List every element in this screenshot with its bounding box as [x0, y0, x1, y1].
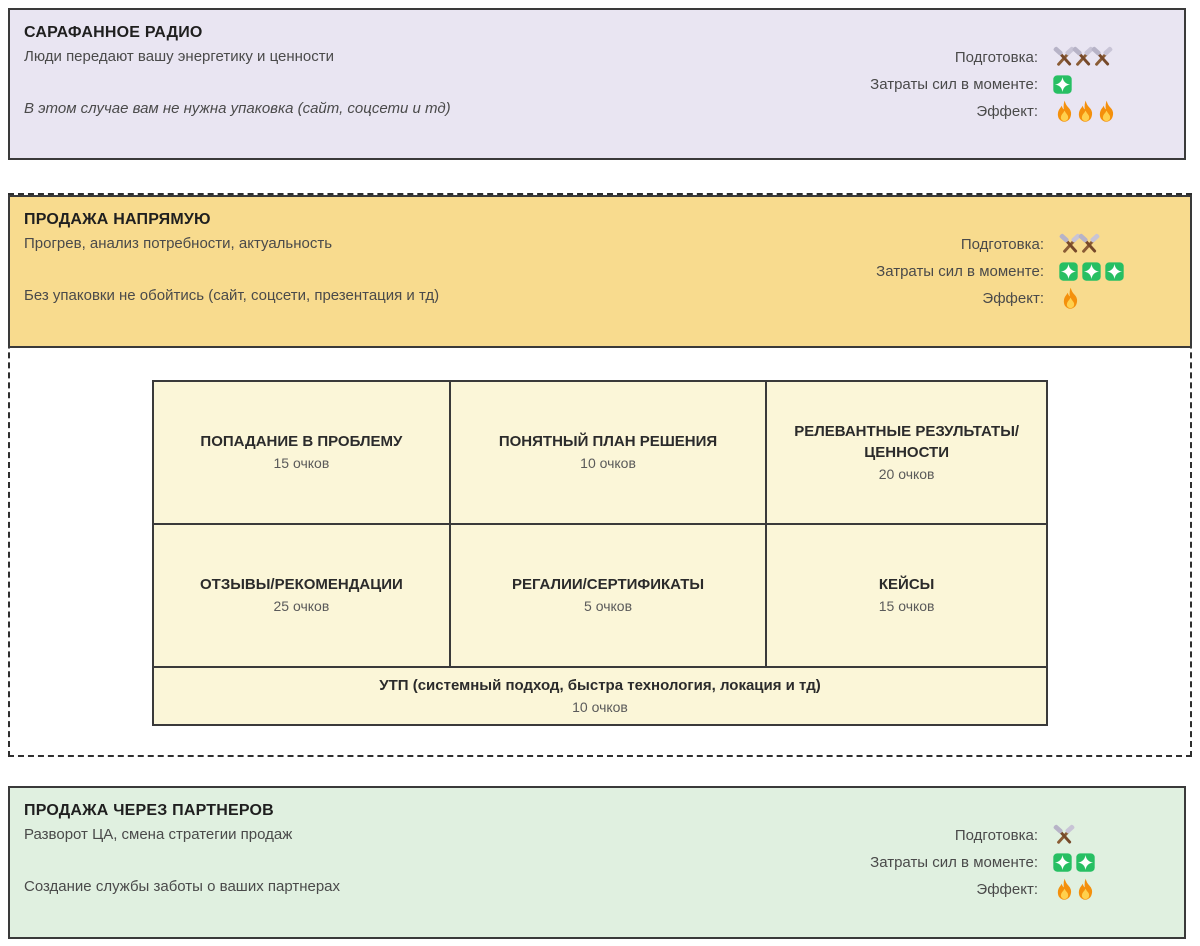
card-note: В этом случае вам не нужна упаковка (сай… — [24, 100, 451, 118]
preparation-rating-row: Подготовка: — [870, 44, 1156, 71]
effort-rating-row: Затраты сил в моменте: — [870, 71, 1156, 98]
effect-label: Эффект: — [982, 290, 1044, 307]
criteria-points: 25 очков — [273, 598, 330, 615]
direct-sales-zone: ПРОДАЖА НАПРЯМУЮ Прогрев, анализ потребн… — [8, 193, 1192, 757]
preparation-rating-row: Подготовка: — [876, 231, 1162, 258]
effort-label: Затраты сил в моменте: — [870, 854, 1038, 871]
criteria-points: 10 очков — [580, 455, 636, 472]
card-note: Без упаковки не обойтись (сайт, соцсети,… — [24, 287, 440, 305]
effect-rating-row: Эффект: — [870, 98, 1156, 125]
fire-icons — [1052, 877, 1156, 902]
criteria-title: РЕГАЛИИ/СЕРТИФИКАТЫ — [511, 576, 705, 594]
criteria-title: КЕЙСЫ — [878, 576, 935, 594]
criteria-cell-regalia: РЕГАЛИИ/СЕРТИФИКАТЫ 5 очков — [448, 523, 768, 668]
criteria-points: 20 очков — [878, 465, 935, 482]
effort-rating-row: Затраты сил в моменте: — [870, 849, 1156, 876]
card-subtitle: Люди передают вашу энергетику и ценности — [24, 48, 335, 66]
card-title: САРАФАННОЕ РАДИО — [24, 24, 203, 41]
ratings-block: Подготовка: Затраты сил в моменте: Эффек… — [870, 44, 1156, 125]
card-note: Создание службы заботы о ваших партнерах — [24, 878, 341, 896]
criteria-title: ОТЗЫВЫ/РЕКОМЕНДАЦИИ — [199, 576, 403, 594]
criteria-title: РЕЛЕВАНТНЫЕ РЕЗУЛЬТАТЫ/ ЦЕННОСТИ — [794, 422, 1020, 461]
table-row: ОТЗЫВЫ/РЕКОМЕНДАЦИИ 25 очков РЕГАЛИИ/СЕР… — [152, 523, 1048, 668]
green-sparkle-icons — [1052, 852, 1156, 873]
packaging-criteria-table: ПОПАДАНИЕ В ПРОБЛЕМУ 15 очков ПОНЯТНЫЙ П… — [152, 380, 1048, 726]
criteria-cell-usp: УТП (системный подход, быстра технология… — [152, 666, 1048, 726]
criteria-title: УТП (системный подход, быстра технология… — [379, 676, 821, 694]
effect-rating-row: Эффект: — [876, 285, 1162, 312]
card-title: ПРОДАЖА ЧЕРЕЗ ПАРТНЕРОВ — [24, 802, 274, 819]
fire-icons — [1052, 99, 1156, 124]
card-direct-sales: ПРОДАЖА НАПРЯМУЮ Прогрев, анализ потребн… — [8, 195, 1192, 348]
effort-label: Затраты сил в моменте: — [870, 76, 1038, 93]
green-sparkle-icons — [1052, 74, 1156, 95]
preparation-rating-row: Подготовка: — [870, 822, 1156, 849]
hammer-and-pick-icons — [1052, 45, 1156, 70]
preparation-label: Подготовка: — [954, 49, 1038, 66]
preparation-label: Подготовка: — [960, 236, 1044, 253]
criteria-points: 15 очков — [273, 455, 330, 472]
criteria-cell-reviews: ОТЗЫВЫ/РЕКОМЕНДАЦИИ 25 очков — [152, 523, 451, 668]
green-sparkle-icons — [1058, 261, 1162, 282]
ratings-block: Подготовка: Затраты сил в моменте: Эффек… — [870, 822, 1156, 903]
card-subtitle: Разворот ЦА, смена стратегии продаж — [24, 826, 293, 844]
criteria-points: 15 очков — [878, 598, 935, 615]
ratings-block: Подготовка: Затраты сил в моменте: Эффек… — [876, 231, 1162, 312]
criteria-title: ПОПАДАНИЕ В ПРОБЛЕМУ — [200, 433, 403, 451]
table-row: ПОПАДАНИЕ В ПРОБЛЕМУ 15 очков ПОНЯТНЫЙ П… — [152, 380, 1048, 525]
effect-label: Эффект: — [976, 103, 1038, 120]
effort-rating-row: Затраты сил в моменте: — [876, 258, 1162, 285]
criteria-cell-relevant-results: РЕЛЕВАНТНЫЕ РЕЗУЛЬТАТЫ/ ЦЕННОСТИ 20 очко… — [765, 380, 1048, 525]
card-title: ПРОДАЖА НАПРЯМУЮ — [24, 211, 211, 228]
criteria-points: 10 очков — [572, 698, 628, 715]
preparation-label: Подготовка: — [954, 827, 1038, 844]
effort-label: Затраты сил в моменте: — [876, 263, 1044, 280]
criteria-points: 5 очков — [584, 598, 633, 615]
card-word-of-mouth: САРАФАННОЕ РАДИО Люди передают вашу энер… — [8, 8, 1186, 160]
effect-label: Эффект: — [976, 881, 1038, 898]
criteria-cell-problem-fit: ПОПАДАНИЕ В ПРОБЛЕМУ 15 очков — [152, 380, 451, 525]
criteria-cell-clear-plan: ПОНЯТНЫЙ ПЛАН РЕШЕНИЯ 10 очков — [448, 380, 768, 525]
card-partner-sales: ПРОДАЖА ЧЕРЕЗ ПАРТНЕРОВ Разворот ЦА, сме… — [8, 786, 1186, 939]
fire-icons — [1058, 286, 1162, 311]
hammer-and-pick-icons — [1058, 232, 1162, 257]
criteria-title: ПОНЯТНЫЙ ПЛАН РЕШЕНИЯ — [498, 433, 718, 451]
effect-rating-row: Эффект: — [870, 876, 1156, 903]
criteria-cell-cases: КЕЙСЫ 15 очков — [765, 523, 1048, 668]
table-footer-row: УТП (системный подход, быстра технология… — [152, 666, 1048, 726]
card-subtitle: Прогрев, анализ потребности, актуальност… — [24, 235, 333, 253]
hammer-and-pick-icons — [1052, 823, 1156, 848]
